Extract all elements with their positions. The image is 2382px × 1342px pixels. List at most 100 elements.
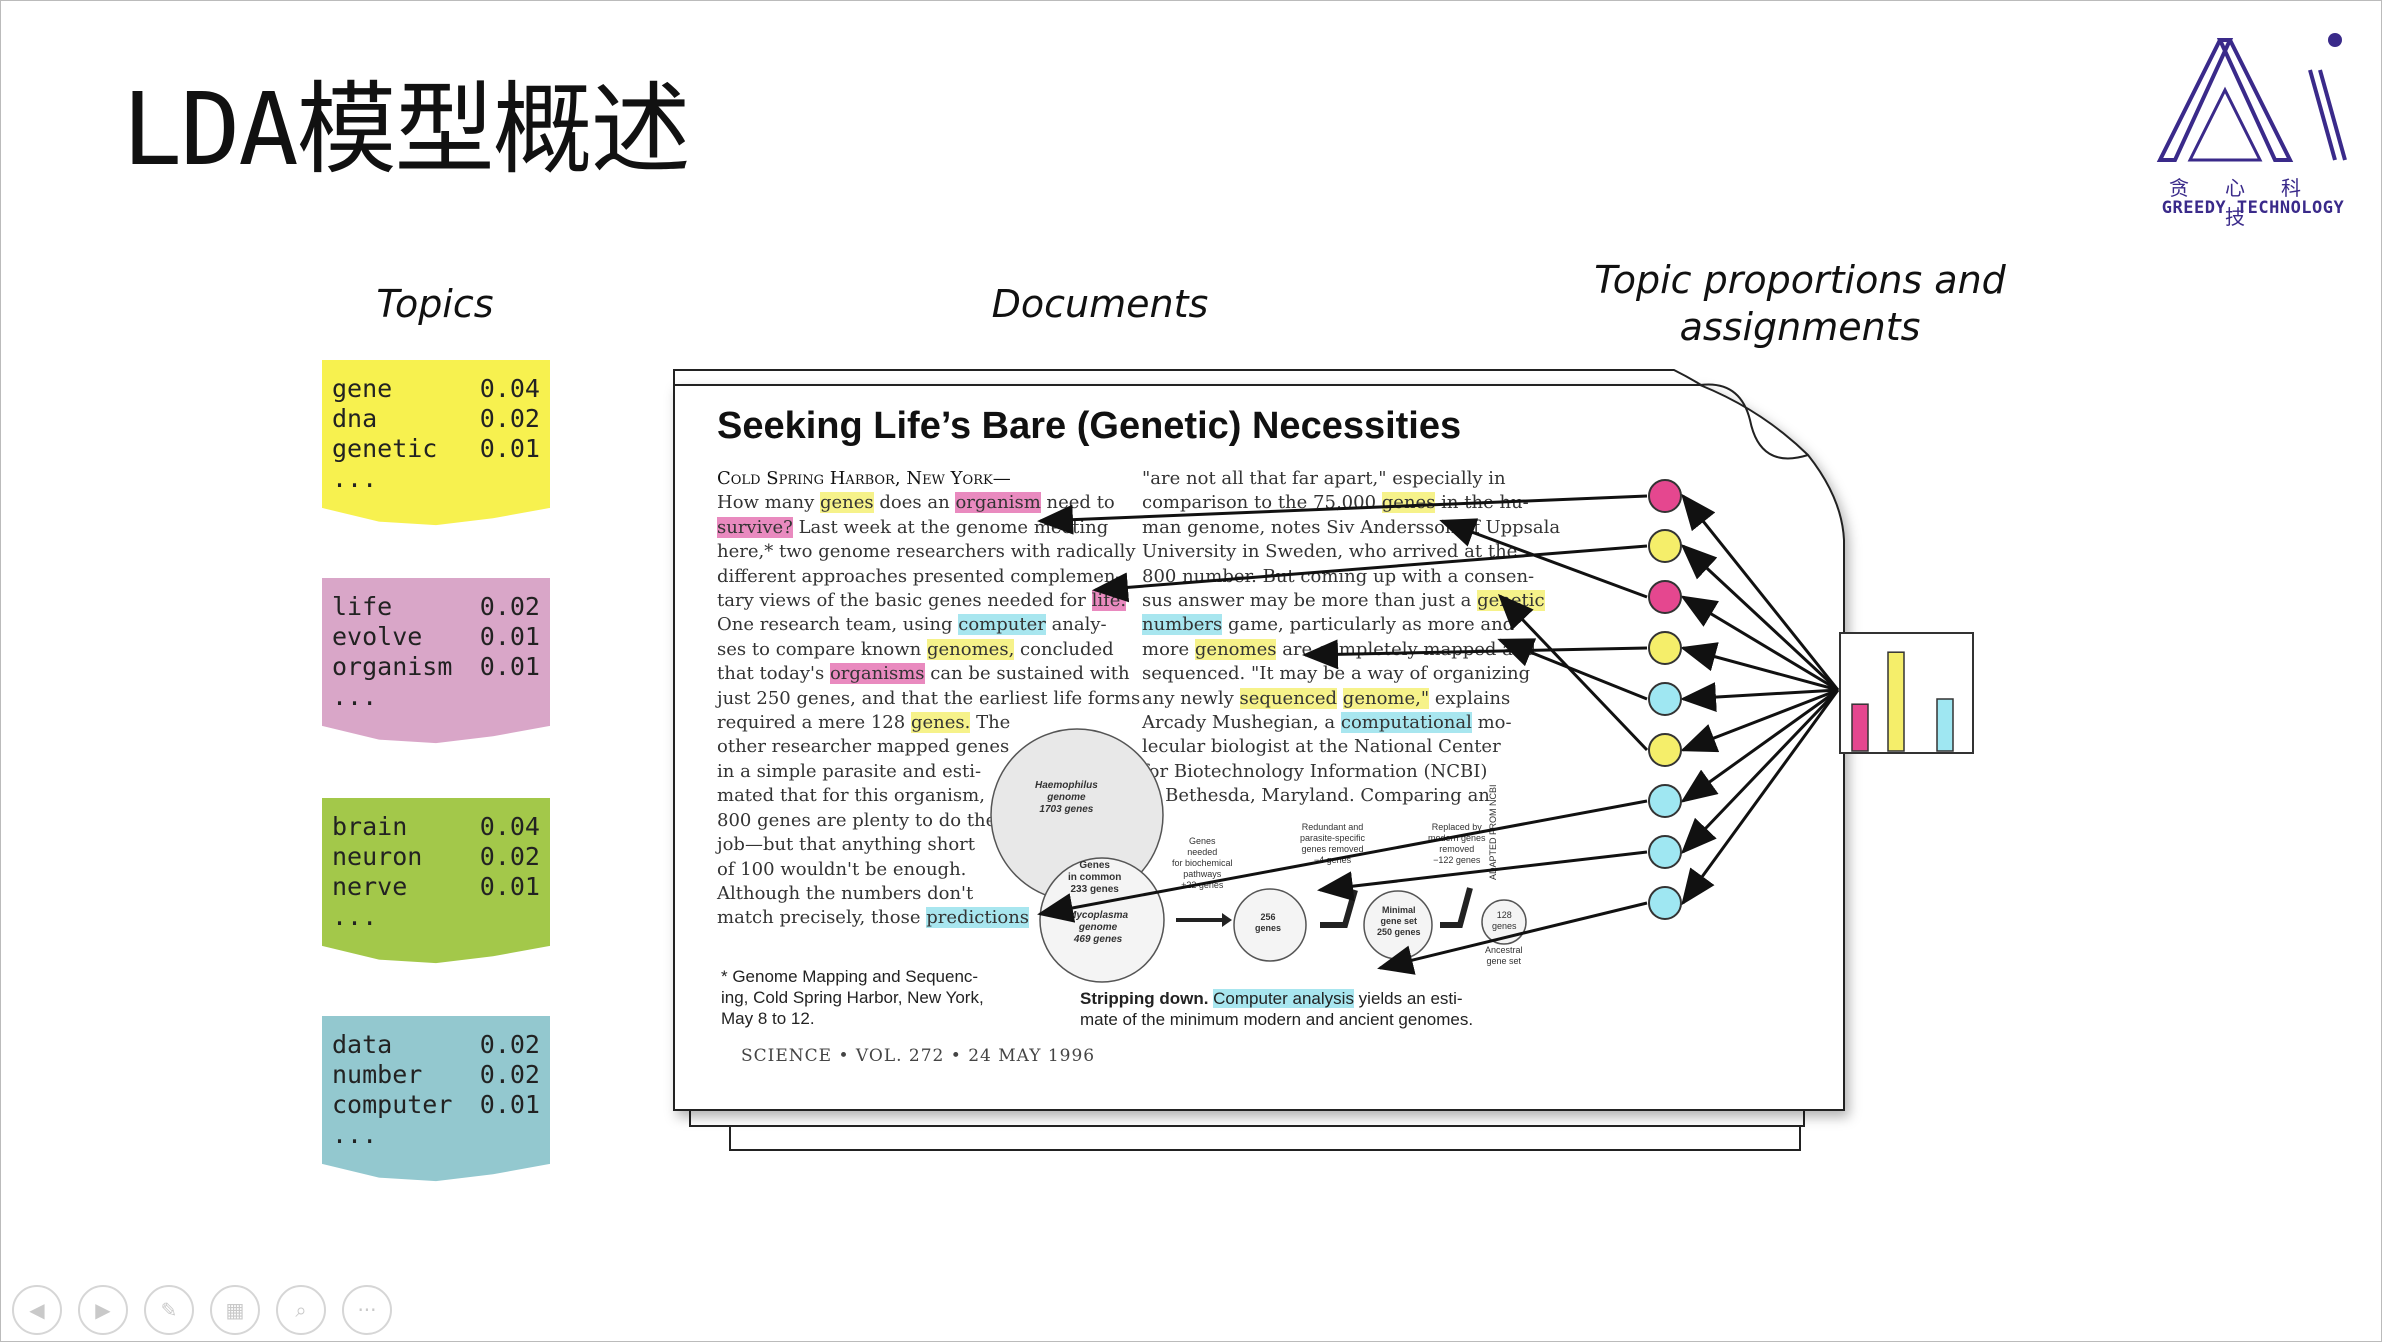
document-line: here,* two genome researchers with radic… [717, 541, 1136, 563]
assignment-arrow [1680, 543, 1840, 692]
topic-assignment-circle [1648, 733, 1682, 767]
document-line: just 250 genes, and that the earliest li… [717, 687, 1141, 709]
document-line: any newly sequenced genome," explains [1142, 687, 1511, 709]
document-line: job—but that anything short [717, 834, 976, 856]
document-line: in a simple parasite and esti- [717, 760, 982, 782]
figure-caption-line-1: Stripping down. Computer analysis yields… [1080, 988, 1473, 1009]
document-line: tary views of the basic genes needed for… [717, 590, 1127, 612]
logo-english-text: GREEDY TECHNOLOGY [2161, 198, 2345, 218]
assignment-arrow [1680, 688, 1839, 753]
proportions-heading-line1: Topic proportions and [1594, 258, 2006, 302]
document-line: Cold Spring Harbor, New York— [717, 468, 1011, 489]
slides-button[interactable]: ▦ [210, 1285, 260, 1335]
document-line: match precisely, those predictions [717, 907, 1030, 929]
figure-caption: Stripping down. Computer analysis yields… [1080, 988, 1473, 1030]
highlighted-word: computational [1340, 712, 1472, 734]
document-line: University in Sweden, who arrived at the [1142, 541, 1518, 563]
topic-word-probability: 0.04 [479, 374, 540, 403]
assignment-arrow [1439, 518, 1648, 599]
topic-word: genetic [332, 434, 438, 463]
pen-button[interactable]: ✎ [144, 1285, 194, 1335]
topic-proportion-bar [1851, 703, 1869, 752]
footnote-line-1: * Genome Mapping and Sequenc- [721, 967, 979, 986]
topic-word: nerve [332, 872, 408, 901]
highlighted-word: genes [1381, 492, 1436, 514]
document-line: of 100 wouldn't be enough. [717, 858, 967, 880]
assignment-arrow [1037, 799, 1648, 923]
topic-word: number [332, 1060, 423, 1089]
footnote-line-3: May 8 to 12. [721, 1009, 815, 1028]
document-line: other researcher mapped genes [717, 736, 1010, 758]
topic-word-row: gene 0.04 [332, 374, 540, 404]
document-line: 800 genes are plenty to do the [717, 809, 997, 831]
caption-bold: Stripping down. [1080, 989, 1209, 1008]
topic-word-row: neuron 0.02 [332, 842, 540, 872]
document-line: in Bethesda, Maryland. Comparing an [1142, 785, 1490, 807]
topic-assignment-circle [1648, 631, 1682, 665]
highlighted-word: genomes, [927, 638, 1015, 660]
topic-ellipsis: ... [332, 1120, 378, 1149]
topic-assignment-circle [1648, 580, 1682, 614]
more-button[interactable]: ··· [342, 1285, 392, 1335]
zoom-button[interactable]: ⌕ [276, 1285, 326, 1335]
assignment-arrow [1680, 688, 1839, 803]
highlighted-word: numbers [1142, 614, 1223, 636]
topic-word-probability: 0.02 [479, 1030, 540, 1059]
document-line: One research team, using computer analy- [717, 614, 1107, 636]
topic-word-row: number 0.02 [332, 1060, 540, 1090]
topic-word-probability: 0.01 [479, 872, 540, 901]
document-line: ses to compare known genomes, concluded [717, 638, 1114, 660]
assignment-arrow [1317, 850, 1648, 902]
document-line: different approaches presented complemen… [717, 565, 1122, 587]
topic-word-probability: 0.02 [479, 842, 540, 871]
assignment-arrow [1037, 494, 1648, 535]
highlighted-word: genomes [1194, 638, 1277, 660]
prev-button[interactable]: ◀ [12, 1285, 62, 1335]
highlighted-word: genome," [1342, 687, 1430, 709]
topic-assignment-circle [1648, 835, 1682, 869]
assignment-arrow [1681, 493, 1840, 691]
document-line: that today's organisms can be sustained … [717, 663, 1130, 685]
highlighted-word: organism [955, 492, 1041, 514]
topic-word: brain [332, 812, 408, 841]
topic-assignment-circle [1648, 886, 1682, 920]
assignment-arrow [1681, 689, 1840, 906]
document-line: mated that for this organism, [717, 785, 985, 807]
highlighted-word: computer [958, 614, 1046, 636]
topic-word-row: genetic 0.01 [332, 434, 540, 464]
topic-word-probability: 0.02 [479, 404, 540, 433]
topic-word: gene [332, 374, 393, 403]
assignment-arrow [1680, 682, 1839, 713]
assignment-arrow [1377, 901, 1648, 975]
topic-word: organism [332, 652, 453, 681]
topic-word: neuron [332, 842, 423, 871]
topic-word-probability: 0.01 [479, 434, 540, 463]
highlighted-word: survive? [717, 516, 793, 538]
document-line: Arcady Mushegian, a computational mo- [1142, 712, 1512, 734]
topic-word: computer [332, 1090, 453, 1119]
document-line: How many genes does an organism need to [717, 492, 1115, 514]
topic-proportion-bar [1887, 651, 1905, 752]
topic-word-probability: 0.01 [479, 622, 540, 651]
documents-heading: Documents [991, 282, 1209, 326]
assignment-arrow [1680, 688, 1840, 855]
highlighted-word: sequenced [1239, 687, 1338, 709]
next-button[interactable]: ▶ [78, 1285, 128, 1335]
document-line: 800 number. But coming up with a consen- [1142, 565, 1535, 587]
document-line: for Biotechnology Information (NCBI) [1142, 760, 1488, 782]
assignment-arrow [1680, 642, 1839, 692]
topic-word-probability: 0.02 [479, 1060, 540, 1089]
